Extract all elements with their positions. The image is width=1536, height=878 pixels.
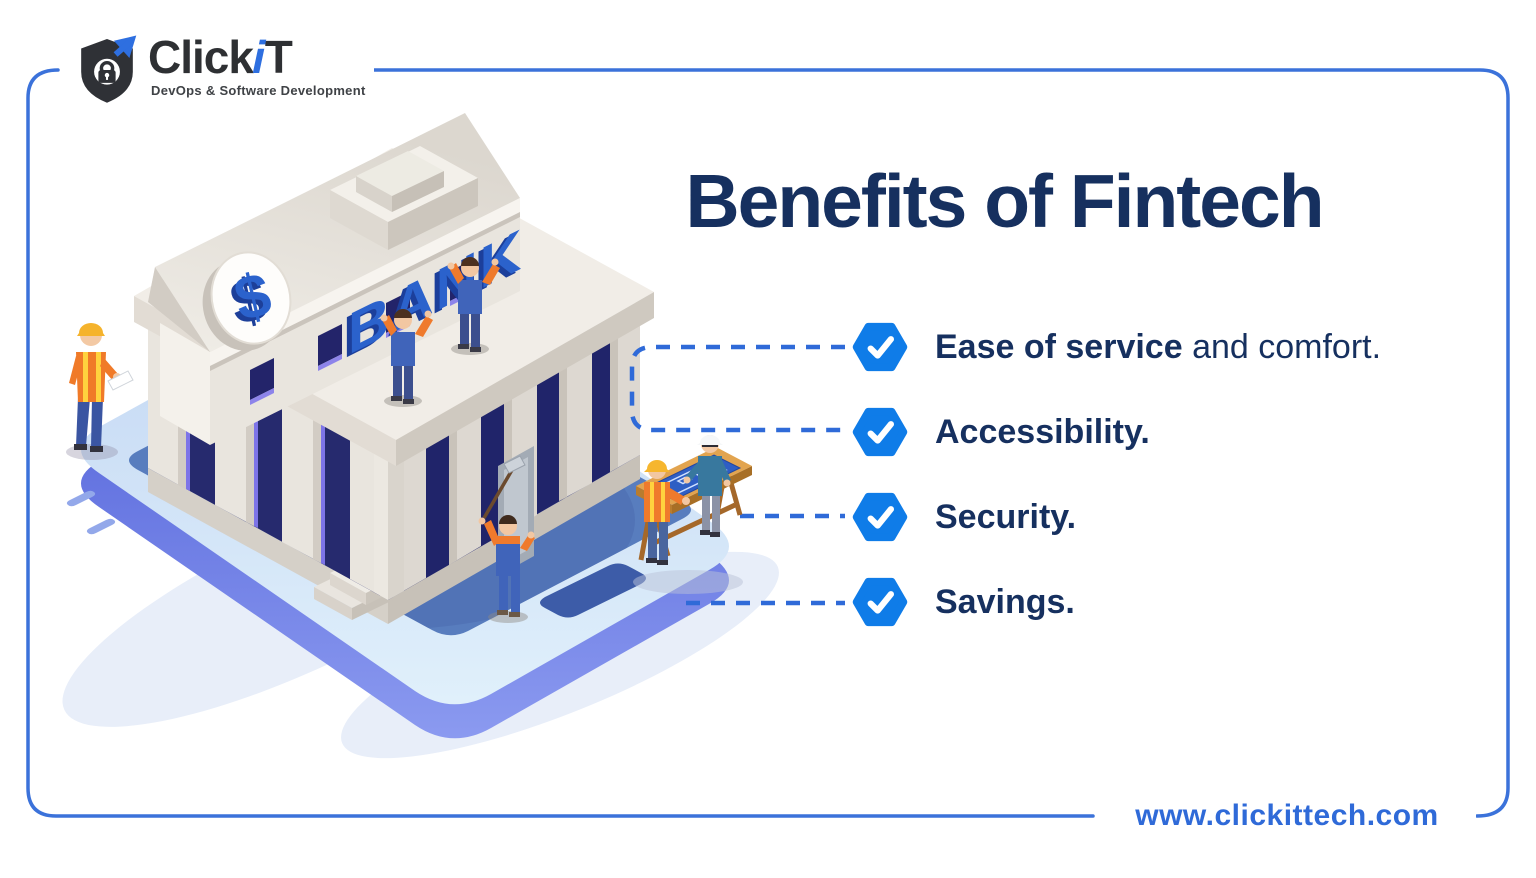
benefit-label-regular: and comfort. — [1182, 327, 1382, 366]
phone-side-slots — [66, 490, 116, 535]
benefit-label-bold: Security. — [935, 497, 1077, 536]
worker-table-cap — [683, 435, 731, 537]
page-title: Benefits of Fintech — [685, 159, 1324, 243]
shield-lock-icon — [76, 34, 138, 106]
benefit-label-bold: Ease of service — [935, 327, 1183, 366]
connector-line-1-2 — [629, 344, 845, 433]
benefit-item-savings: Savings. — [852, 574, 1075, 630]
check-badge-icon — [852, 407, 908, 457]
worker-supervisor — [66, 323, 134, 460]
worker-roof-1 — [380, 309, 433, 407]
check-badge-icon — [852, 322, 908, 372]
benefit-label-bold: Savings. — [935, 582, 1075, 621]
phone-home-slot — [540, 563, 646, 618]
check-badge-icon — [852, 577, 908, 627]
benefit-label: Savings. — [935, 583, 1075, 622]
drafting-table-group — [633, 435, 752, 594]
benefit-label: Security. — [935, 498, 1076, 537]
dollar-medallion: $ $ — [202, 251, 292, 351]
page-frame — [26, 68, 1510, 818]
worker-table-vest — [644, 460, 690, 565]
benefit-item-security: Security. — [852, 489, 1076, 545]
benefit-item-accessibility: Accessibility. — [852, 404, 1150, 460]
construction-workers — [66, 257, 752, 623]
worker-roof-2 — [447, 257, 500, 355]
connector-lines — [629, 344, 845, 606]
check-badge-icon — [852, 492, 908, 542]
brand-logo: ClickiT DevOps & Software Development — [68, 31, 374, 106]
benefit-label-bold: Accessibility. — [935, 412, 1150, 451]
bank-building-illustration: $ $ BANK BANK — [134, 113, 654, 624]
brand-name-prefix: Click — [148, 31, 254, 83]
brand-name: ClickiT — [148, 31, 366, 83]
worker-painter — [478, 455, 535, 623]
benefit-label: Accessibility. — [935, 413, 1150, 452]
brand-tagline: DevOps & Software Development — [151, 83, 366, 98]
benefit-item-ease-of-service: Ease of service and comfort. — [852, 319, 1381, 375]
brand-name-suffix: T — [264, 31, 293, 83]
website-link[interactable]: www.clickittech.com — [1098, 799, 1476, 833]
benefit-label: Ease of service and comfort. — [935, 328, 1381, 367]
